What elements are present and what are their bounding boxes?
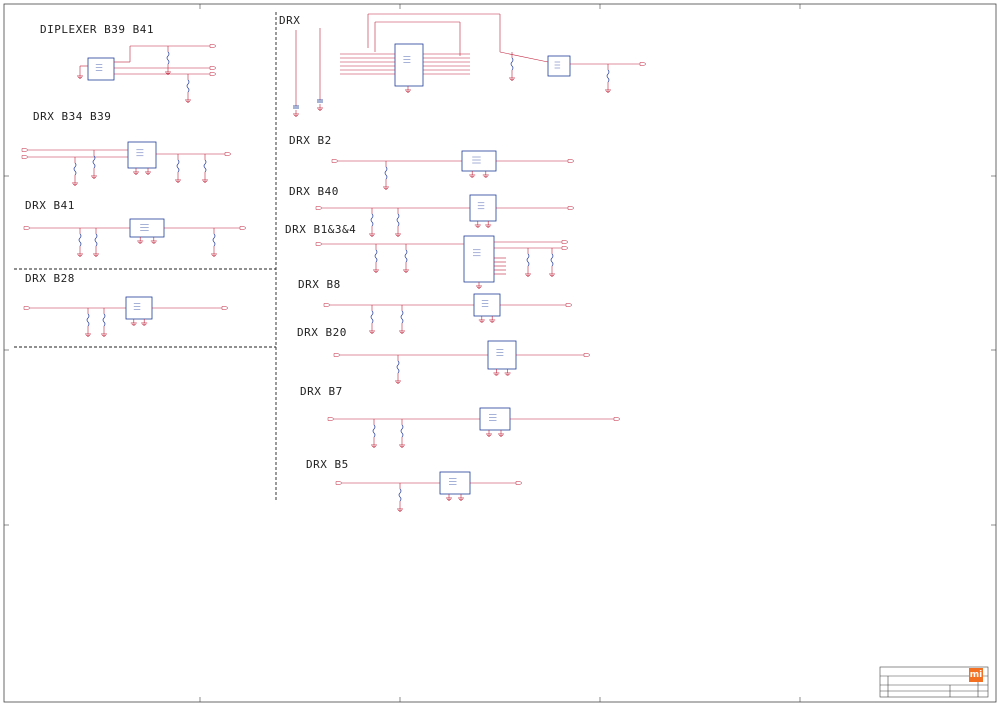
inductor xyxy=(73,162,77,176)
inductor xyxy=(384,166,388,180)
net-port xyxy=(21,155,29,159)
inductor xyxy=(370,310,374,324)
inductor xyxy=(372,424,376,438)
circuit-drx-b28 xyxy=(23,296,229,337)
filter-chip xyxy=(125,296,153,320)
net-port xyxy=(315,206,323,210)
net-port xyxy=(331,159,339,163)
inductor xyxy=(396,360,400,374)
filter-chip xyxy=(461,150,497,172)
filter-chip xyxy=(463,235,495,283)
inductor xyxy=(212,233,216,247)
section-title-drx-b2: DRX B2 xyxy=(289,134,332,147)
inductor xyxy=(94,233,98,247)
section-title-drx-b1-3-4: DRX B1&3&4 xyxy=(285,223,357,236)
filter-chip xyxy=(487,340,517,370)
filter-chip xyxy=(479,407,511,431)
net-port xyxy=(327,417,335,421)
section-title-drx-b20: DRX B20 xyxy=(297,326,347,339)
circuit-diplexer-b39-b41 xyxy=(77,44,217,103)
section-title-drx-b34-b39: DRX B34 B39 xyxy=(33,110,112,123)
inductor xyxy=(78,233,82,247)
net-port xyxy=(209,72,217,76)
inductor xyxy=(186,79,190,93)
circuit-drx-b7 xyxy=(327,407,621,448)
net-port xyxy=(613,417,621,421)
net-port xyxy=(567,206,575,210)
net-port xyxy=(335,481,343,485)
net-port xyxy=(561,240,569,244)
circuit-drx-b34-b39 xyxy=(21,141,232,186)
inductor xyxy=(176,159,180,173)
filter-chip xyxy=(439,471,471,495)
title-block xyxy=(879,666,989,698)
inductor xyxy=(404,249,408,263)
net-port xyxy=(323,303,331,307)
circuit-drx-b20 xyxy=(333,340,591,384)
net-port xyxy=(209,44,217,48)
inductor xyxy=(526,253,530,267)
circuit-drx-b8 xyxy=(323,293,573,334)
wire xyxy=(499,51,549,63)
inductor xyxy=(374,249,378,263)
net-port xyxy=(639,62,647,66)
inductor xyxy=(400,424,404,438)
filter-chip xyxy=(87,57,115,81)
inductor xyxy=(550,253,554,267)
frame-ticks xyxy=(4,4,996,702)
net-port xyxy=(567,159,575,163)
inductor xyxy=(606,69,610,83)
circuit-drx-b2 xyxy=(331,150,575,190)
filter-chip xyxy=(129,218,165,238)
company-logo: mi xyxy=(969,668,983,682)
section-title-diplexer-b39-b41: DIPLEXER B39 B41 xyxy=(40,23,154,36)
circuit-drx xyxy=(293,13,647,117)
inductor xyxy=(92,155,96,169)
inductor xyxy=(370,213,374,227)
inductor xyxy=(203,159,207,173)
net-port xyxy=(239,226,247,230)
circuit-drx-b40 xyxy=(315,194,575,237)
net-port xyxy=(583,353,591,357)
section-title-drx-b8: DRX B8 xyxy=(298,278,341,291)
section-dividers xyxy=(14,12,277,500)
filter-chip xyxy=(127,141,157,169)
net-port xyxy=(224,152,232,156)
section-title-drx: DRX xyxy=(279,14,301,27)
net-port xyxy=(221,306,229,310)
net-port xyxy=(561,246,569,250)
filter-chip xyxy=(547,55,571,77)
filter-chip xyxy=(394,43,424,87)
sheet-frame xyxy=(3,3,997,703)
inductor xyxy=(166,51,170,65)
net-port xyxy=(23,306,31,310)
inductor xyxy=(86,313,90,327)
inductor xyxy=(510,57,514,71)
inductor xyxy=(398,488,402,502)
inductor xyxy=(396,213,400,227)
filter-chip xyxy=(473,293,501,317)
circuit-drx-b5 xyxy=(335,471,523,512)
section-title-drx-b28: DRX B28 xyxy=(25,272,75,285)
net-port xyxy=(23,226,31,230)
section-title-drx-b40: DRX B40 xyxy=(289,185,339,198)
filter-chip xyxy=(469,194,497,222)
section-title-drx-b41: DRX B41 xyxy=(25,199,75,212)
circuit-drx-b41 xyxy=(23,218,247,257)
circuit-drx-b1-3-4 xyxy=(315,235,569,289)
inductor xyxy=(102,313,106,327)
net-port xyxy=(565,303,573,307)
net-port xyxy=(21,148,29,152)
net-port xyxy=(333,353,341,357)
section-title-drx-b7: DRX B7 xyxy=(300,385,343,398)
net-port xyxy=(315,242,323,246)
circuits xyxy=(21,13,647,512)
net-port xyxy=(209,66,217,70)
section-title-drx-b5: DRX B5 xyxy=(306,458,349,471)
net-port xyxy=(515,481,523,485)
inductor xyxy=(400,310,404,324)
